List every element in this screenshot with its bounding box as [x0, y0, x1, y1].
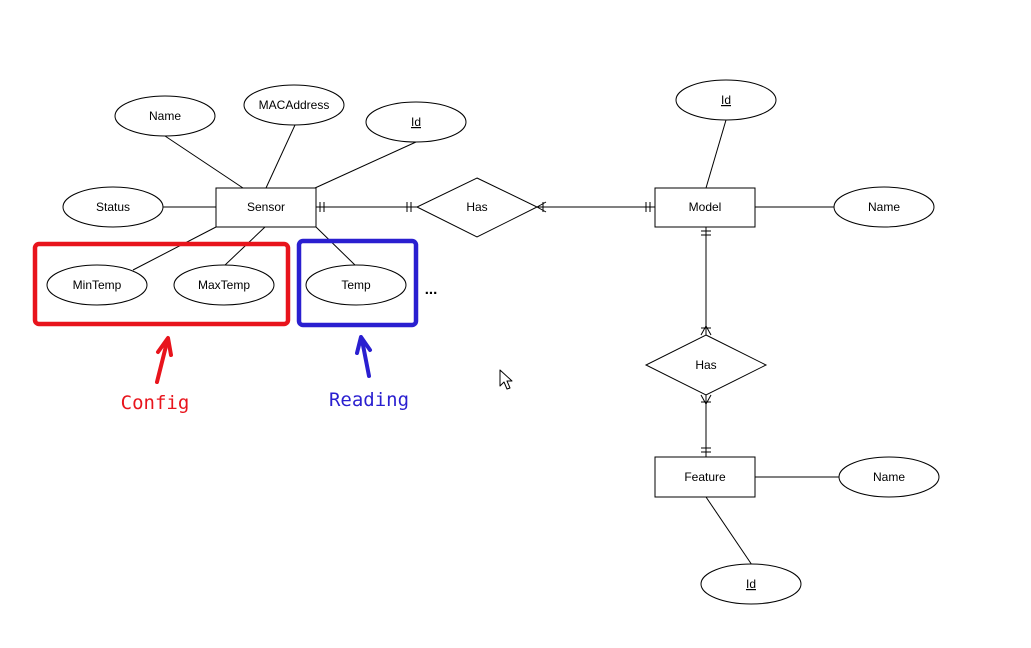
link-sensor-maxtemp [223, 226, 266, 267]
entity-model-label: Model [689, 200, 722, 214]
link-sensor-id [314, 141, 417, 189]
relationship-sensor-model-label: Has [466, 200, 487, 214]
attribute-sensor-name-label: Name [149, 109, 181, 123]
attribute-sensor-name[interactable]: Name [114, 95, 216, 137]
connectors [132, 119, 839, 566]
attribute-sensor-id-label: Id [411, 115, 421, 129]
reading-highlight-box [296, 238, 419, 328]
link-feature-id [705, 496, 753, 566]
entity-sensor-label: Sensor [247, 200, 285, 214]
reading-annotation: Reading [296, 238, 419, 411]
marker-has-right-many [536, 201, 547, 213]
attribute-sensor-mac[interactable]: MACAddress [243, 84, 345, 126]
marker-sensor-one-only [319, 202, 325, 212]
attribute-sensor-mac-label: MACAddress [259, 98, 330, 112]
marker-model-left-one-only [645, 202, 651, 212]
entity-sensor[interactable]: Sensor [215, 187, 317, 228]
marker-feature-top-one-only [701, 447, 711, 453]
entity-feature-label: Feature [684, 470, 726, 484]
attribute-feature-name[interactable]: Name [838, 456, 940, 498]
reading-arrow-icon [355, 335, 372, 378]
attribute-model-id-label: Id [721, 93, 731, 107]
attribute-model-name-label: Name [868, 200, 900, 214]
attribute-feature-name-label: Name [873, 470, 905, 484]
attribute-feature-id-label: Id [746, 577, 756, 591]
config-arrow-icon [155, 336, 173, 384]
relationship-model-feature[interactable]: Has [644, 334, 768, 396]
link-model-id [705, 119, 727, 189]
attribute-sensor-maxtemp[interactable]: MaxTemp [173, 264, 275, 306]
attribute-sensor-status-label: Status [96, 200, 130, 214]
entity-feature[interactable]: Feature [654, 456, 756, 498]
marker-has-left-one-only [406, 202, 412, 212]
more-attributes-indicator: ... [425, 281, 438, 298]
attribute-sensor-mintemp[interactable]: MinTemp [46, 264, 148, 306]
attribute-feature-id[interactable]: Id [700, 563, 802, 605]
attribute-sensor-status[interactable]: Status [62, 186, 164, 228]
reading-label: Reading [329, 389, 409, 411]
relationship-sensor-model[interactable]: Has [415, 177, 539, 238]
config-label: Config [121, 392, 190, 414]
mouse-pointer-icon [499, 369, 513, 390]
relationship-model-feature-label: Has [695, 358, 716, 372]
attribute-sensor-temp[interactable]: Temp [305, 264, 407, 306]
attribute-sensor-id[interactable]: Id [365, 101, 467, 143]
attribute-model-name[interactable]: Name [833, 186, 935, 228]
config-highlight-box [32, 241, 291, 327]
attribute-sensor-mintemp-label: MinTemp [73, 278, 122, 292]
config-annotation: Config [32, 241, 291, 414]
link-sensor-name [164, 135, 244, 189]
attribute-sensor-temp-label: Temp [341, 278, 371, 292]
link-sensor-mac [265, 124, 296, 189]
marker-has2-top-many [700, 325, 712, 336]
marker-model-bottom-one-only [701, 230, 711, 236]
attribute-sensor-maxtemp-label: MaxTemp [198, 278, 250, 292]
link-sensor-temp [315, 226, 357, 267]
marker-has2-bottom-many [700, 394, 712, 405]
entity-model[interactable]: Model [654, 187, 756, 228]
link-sensor-mintemp [132, 226, 217, 271]
attribute-model-id[interactable]: Id [675, 79, 777, 121]
